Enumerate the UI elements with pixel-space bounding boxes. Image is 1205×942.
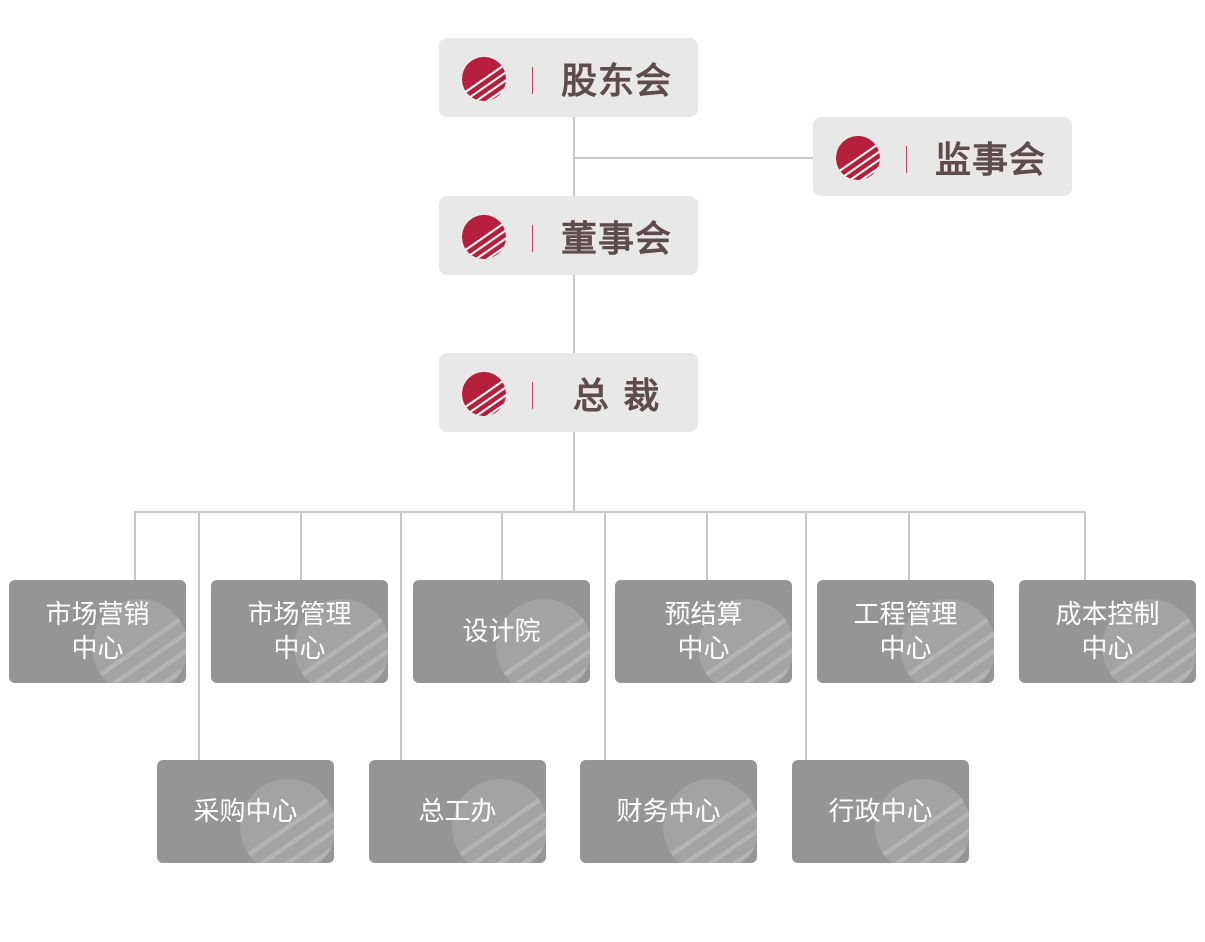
dept-label: 行政中心: [828, 796, 933, 827]
dept-label: 工程管理 中心: [853, 599, 958, 664]
connector-to-supervisors: [573, 157, 814, 159]
board-node[interactable]: 董事会: [439, 196, 698, 275]
dept-engineering-management[interactable]: 工程管理 中心: [817, 580, 994, 683]
dept-label: 采购中心: [193, 796, 298, 827]
dept-finance[interactable]: 财务中心: [580, 760, 757, 863]
dept-label: 市场营销 中心: [45, 599, 150, 664]
drop-dept-7: [198, 511, 200, 761]
supervisors-label: 监事会: [934, 139, 1046, 181]
drop-dept-6: [1084, 511, 1086, 581]
dept-design-institute[interactable]: 设计院: [413, 580, 590, 683]
dept-chief-engineer-office[interactable]: 总工办: [369, 760, 546, 863]
drop-dept-1: [134, 511, 136, 581]
connector-board-president: [573, 275, 575, 354]
divider: [532, 225, 533, 252]
divider: [532, 382, 533, 409]
dept-procurement[interactable]: 采购中心: [157, 760, 334, 863]
company-logo-icon: [461, 371, 507, 417]
president-node[interactable]: 总 裁: [439, 353, 698, 432]
dept-label: 市场管理 中心: [247, 599, 352, 664]
dept-label: 设计院: [462, 616, 541, 647]
dept-marketing-sales[interactable]: 市场营销 中心: [9, 580, 186, 683]
dept-label: 总工办: [418, 796, 497, 827]
connector-horizontal-bus: [134, 511, 1086, 513]
drop-dept-8: [400, 511, 402, 761]
board-label: 董事会: [560, 218, 672, 260]
company-logo-icon: [835, 135, 881, 181]
dept-label: 预结算 中心: [664, 599, 743, 664]
shareholders-node[interactable]: 股东会: [439, 38, 698, 117]
president-label: 总 裁: [572, 375, 661, 417]
dept-budget-settlement[interactable]: 预结算 中心: [615, 580, 792, 683]
drop-dept-2: [300, 511, 302, 581]
drop-dept-4: [706, 511, 708, 581]
dept-marketing-management[interactable]: 市场管理 中心: [211, 580, 388, 683]
connector-president-bus: [573, 432, 575, 512]
company-logo-icon: [461, 56, 507, 102]
drop-dept-5: [908, 511, 910, 581]
divider: [906, 146, 907, 173]
drop-dept-10: [805, 511, 807, 761]
dept-administration[interactable]: 行政中心: [792, 760, 969, 863]
dept-label: 成本控制 中心: [1055, 599, 1160, 664]
supervisors-node[interactable]: 监事会: [813, 117, 1072, 196]
divider: [532, 67, 533, 94]
drop-dept-9: [604, 511, 606, 761]
shareholders-label: 股东会: [560, 60, 672, 102]
dept-cost-control[interactable]: 成本控制 中心: [1019, 580, 1196, 683]
drop-dept-3: [501, 511, 503, 581]
company-logo-icon: [461, 214, 507, 260]
dept-label: 财务中心: [616, 796, 721, 827]
